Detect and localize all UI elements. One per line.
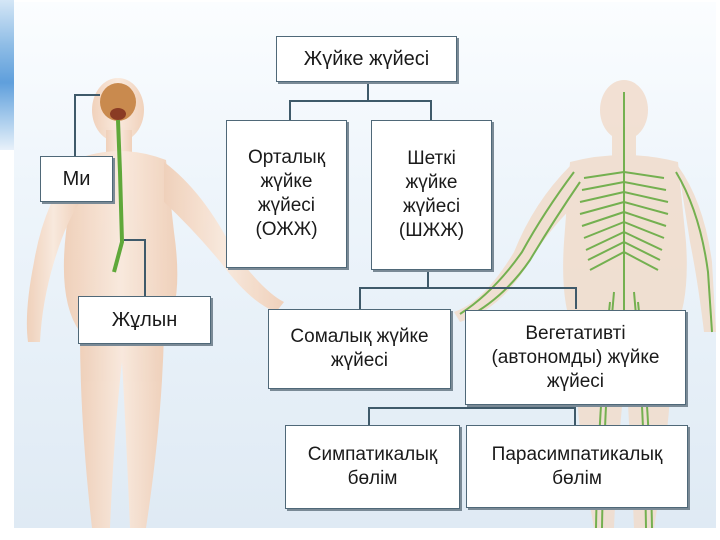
spinal-cord-label-box: Жұлын: [78, 296, 211, 344]
connector: [368, 407, 370, 425]
connector: [430, 100, 432, 120]
spinal-cord-label: Жұлын: [111, 309, 178, 331]
spinal-cord-icon: [112, 119, 125, 273]
nervous-system-box: Жүйке жүйесі: [276, 36, 457, 82]
connector: [367, 82, 369, 102]
connector: [74, 94, 100, 96]
somatic-label: Сомалық жүйке жүйесі: [290, 326, 429, 371]
connector: [575, 287, 577, 309]
connector: [574, 404, 576, 425]
brain-label-box: Ми: [40, 156, 113, 202]
connector: [124, 239, 146, 241]
connector: [289, 100, 432, 102]
connector: [368, 407, 576, 409]
pns-label: Шеткі жүйке жүйесі (ШЖЖ): [398, 148, 465, 241]
connector: [289, 100, 291, 120]
connector: [427, 269, 429, 289]
parasympathetic-box: Парасимпатикалық бөлім: [466, 425, 688, 508]
cns-label: Орталық жүйке жүйесі (ОЖЖ): [247, 147, 326, 240]
brain-label: Ми: [62, 168, 91, 190]
autonomic-box: Вегетативті (автономды) жүйке жүйесі: [465, 310, 686, 405]
connector: [359, 287, 577, 289]
sympathetic-box: Симпатикалық бөлім: [285, 425, 460, 509]
brain-icon: [100, 83, 136, 121]
somatic-box: Сомалық жүйке жүйесі: [268, 309, 451, 389]
connector: [74, 94, 76, 156]
connector: [144, 239, 146, 296]
autonomic-label: Вегетативті (автономды) жүйке жүйесі: [491, 322, 660, 392]
slide-decoration: [0, 0, 14, 150]
parasympathetic-label: Парасимпатикалық бөлім: [491, 443, 663, 489]
sympathetic-label: Симпатикалық бөлім: [307, 444, 438, 489]
connector: [359, 287, 361, 309]
diagram-canvas: Жүйке жүйесі Орталық жүйке жүйесі (ОЖЖ) …: [14, 2, 716, 528]
nervous-system-label: Жүйке жүйесі: [303, 48, 430, 70]
pns-box: Шеткі жүйке жүйесі (ШЖЖ): [371, 120, 492, 270]
cns-box: Орталық жүйке жүйесі (ОЖЖ): [226, 120, 347, 268]
